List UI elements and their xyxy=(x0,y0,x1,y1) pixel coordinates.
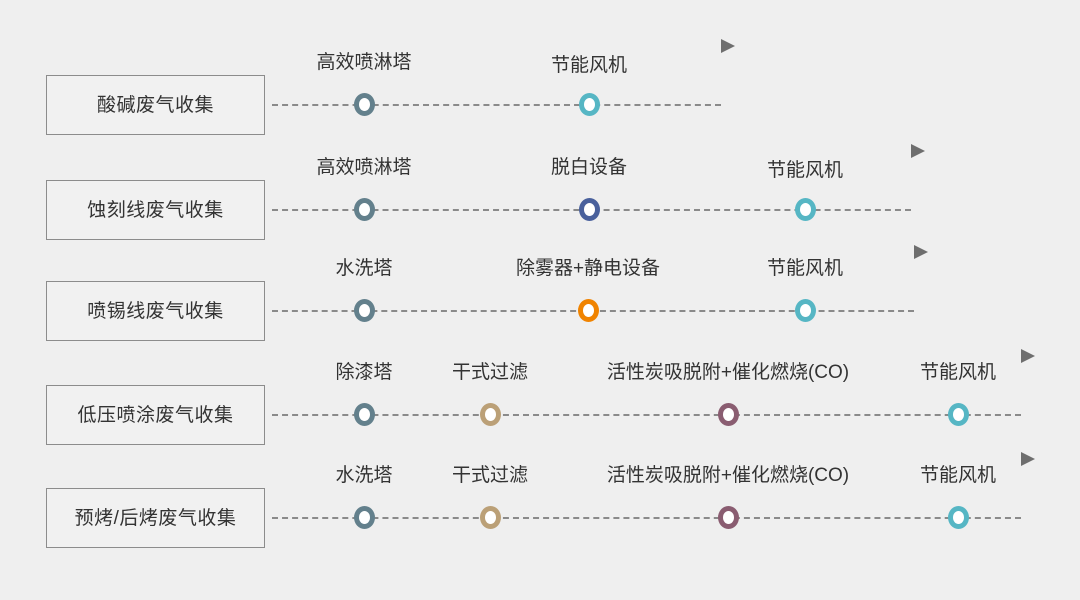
process-node-marker[interactable] xyxy=(354,403,375,426)
process-node-label: 高效喷淋塔 xyxy=(316,52,412,73)
source-box-label: 喷锡线废气收集 xyxy=(87,300,224,322)
process-node-marker[interactable] xyxy=(480,506,501,529)
process-node-label: 除漆塔 xyxy=(335,362,393,383)
arrow-head-icon xyxy=(1021,452,1035,466)
process-node-marker[interactable] xyxy=(354,299,375,322)
flow-row: 预烤/后烤废气收集 水洗塔 干式过滤 活性炭吸脱附+催化燃烧(CO) 节能风机 xyxy=(0,452,1080,566)
flow-row: 低压喷涂废气收集 除漆塔 干式过滤 活性炭吸脱附+催化燃烧(CO) 节能风机 xyxy=(0,349,1080,463)
process-node-label: 干式过滤 xyxy=(451,362,529,383)
process-node-label: 节能风机 xyxy=(919,362,997,383)
source-box-label: 蚀刻线废气收集 xyxy=(87,199,224,221)
process-node-marker[interactable] xyxy=(718,403,739,426)
dashed-line xyxy=(272,517,1021,519)
source-box[interactable]: 低压喷涂废气收集 xyxy=(46,385,265,445)
arrow-head-icon xyxy=(1021,349,1035,363)
process-node-marker[interactable] xyxy=(948,506,969,529)
source-box-label: 低压喷涂废气收集 xyxy=(77,404,234,426)
process-node-label: 除雾器+静电设备 xyxy=(515,258,661,279)
process-node-label: 高效喷淋塔 xyxy=(316,157,412,178)
process-node-marker[interactable] xyxy=(795,299,816,322)
process-node-marker[interactable] xyxy=(718,506,739,529)
process-node-marker[interactable] xyxy=(354,506,375,529)
arrow-head-icon xyxy=(914,245,928,259)
flow-connector-line xyxy=(272,517,1021,519)
dashed-line xyxy=(272,414,1021,416)
process-node-marker[interactable] xyxy=(948,403,969,426)
process-node-marker[interactable] xyxy=(579,198,600,221)
flow-row: 酸碱废气收集 高效喷淋塔 节能风机 xyxy=(0,39,1080,153)
arrow-head-icon xyxy=(721,39,735,53)
process-node-marker[interactable] xyxy=(578,299,599,322)
process-node-label: 节能风机 xyxy=(766,160,844,181)
process-node-label: 脱白设备 xyxy=(550,157,628,178)
process-node-marker[interactable] xyxy=(480,403,501,426)
source-box[interactable]: 喷锡线废气收集 xyxy=(46,281,265,341)
process-node-marker[interactable] xyxy=(579,93,600,116)
source-box[interactable]: 酸碱废气收集 xyxy=(46,75,265,135)
process-node-label: 节能风机 xyxy=(550,55,628,76)
process-node-marker[interactable] xyxy=(354,93,375,116)
flow-row: 喷锡线废气收集 水洗塔 除雾器+静电设备 节能风机 xyxy=(0,245,1080,359)
process-node-label: 节能风机 xyxy=(766,258,844,279)
flow-connector-line xyxy=(272,104,721,106)
flow-connector-line xyxy=(272,414,1021,416)
process-node-label: 干式过滤 xyxy=(451,465,529,486)
source-box[interactable]: 预烤/后烤废气收集 xyxy=(46,488,265,548)
process-node-label: 活性炭吸脱附+催化燃烧(CO) xyxy=(606,362,850,383)
process-node-marker[interactable] xyxy=(795,198,816,221)
source-box-label: 酸碱废气收集 xyxy=(96,94,214,116)
process-node-label: 活性炭吸脱附+催化燃烧(CO) xyxy=(606,465,850,486)
process-node-label: 节能风机 xyxy=(919,465,997,486)
process-node-marker[interactable] xyxy=(354,198,375,221)
dashed-line xyxy=(272,104,721,106)
source-box-label: 预烤/后烤废气收集 xyxy=(74,507,237,529)
process-node-label: 水洗塔 xyxy=(335,465,393,486)
flow-row: 蚀刻线废气收集 高效喷淋塔 脱白设备 节能风机 xyxy=(0,144,1080,258)
arrow-head-icon xyxy=(911,144,925,158)
process-node-label: 水洗塔 xyxy=(335,258,393,279)
source-box[interactable]: 蚀刻线废气收集 xyxy=(46,180,265,240)
